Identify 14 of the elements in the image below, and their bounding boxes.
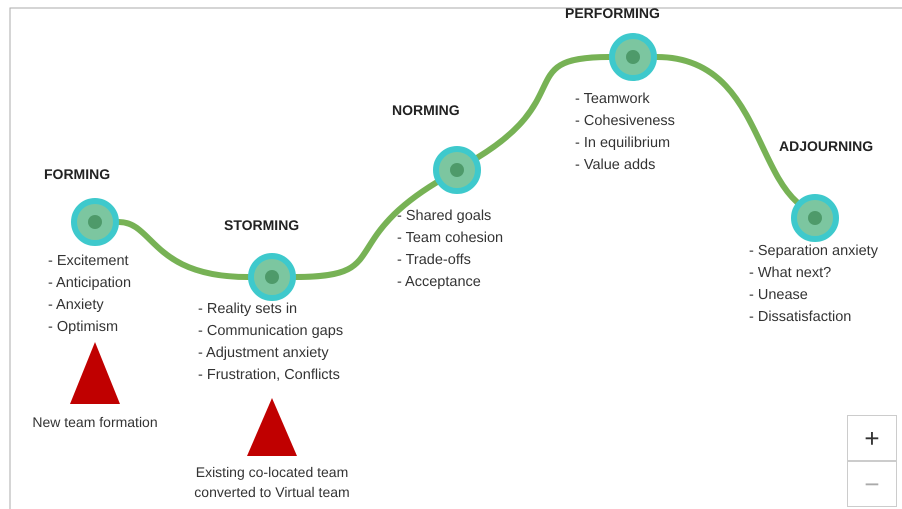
triangle-caption: New team formation: [31, 413, 159, 432]
stage-heading: NORMING: [392, 102, 460, 118]
stage-heading: STORMING: [224, 217, 300, 233]
bullet-list: - Reality sets in - Communication gaps - Adjustment anxiety - Frustration, Conflicts: [198, 298, 344, 386]
stage-heading: PERFORMING: [565, 5, 660, 21]
triangle-caption: Existing co-located team converted to Virtual team: [193, 463, 351, 502]
stage-heading: FORMING: [44, 166, 110, 182]
bullet-list: - Shared goals - Team cohesion - Trade-offs - Acceptance: [397, 205, 504, 293]
bullet-list: - Excitement - Anticipation - Anxiety - Optimism: [48, 250, 132, 338]
bullet-list: - Teamwork - Cohesiveness - In equilibrium - Value adds: [575, 88, 675, 176]
zoom-in-button: +: [847, 415, 897, 461]
bullet-list: - Separation anxiety - What next? - Unease - Dissatisfaction: [749, 240, 878, 328]
zoom-out-button: −: [847, 461, 897, 507]
stage-heading: ADJOURNING: [779, 138, 874, 154]
